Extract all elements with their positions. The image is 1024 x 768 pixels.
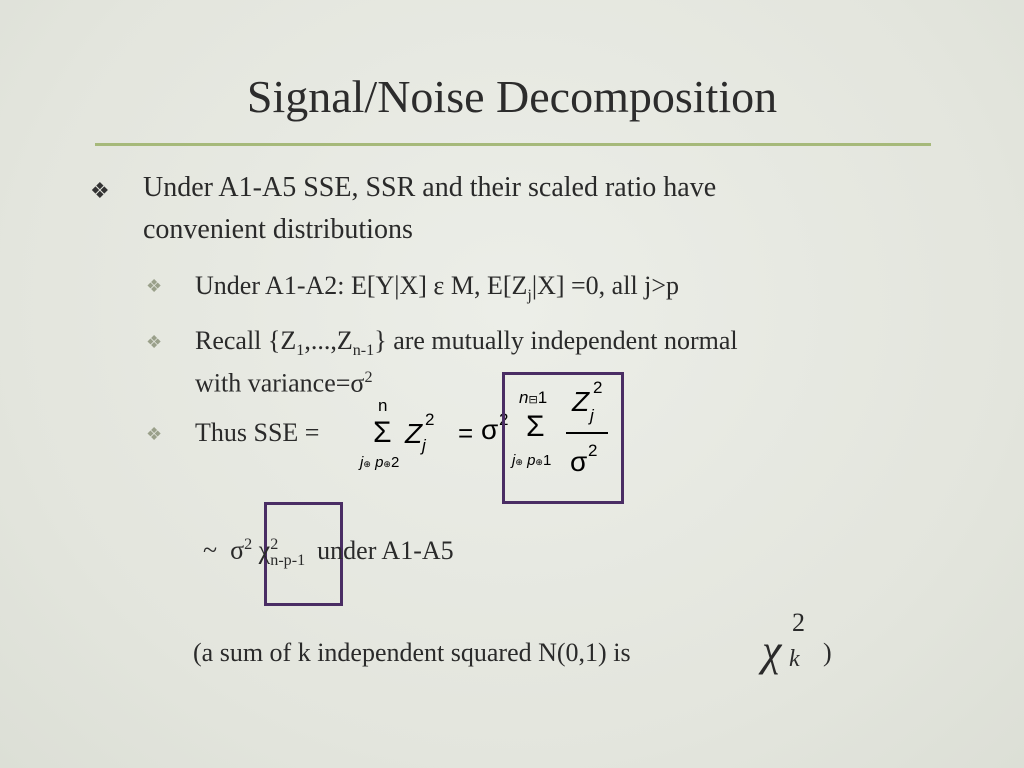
dist-sigma: σ: [230, 535, 245, 565]
sub1-subscript: j: [527, 287, 532, 305]
sum1-lower-num: 2: [390, 454, 400, 471]
sum2-lower-limit: j⊕ p⊕1: [512, 452, 551, 469]
sum2-lower-j: j: [512, 452, 516, 469]
note-chi-square-definition: (a sum of k independent squared N(0,1) i…: [193, 638, 631, 667]
sum2-upper-limit: n⊟1: [519, 388, 547, 408]
sum2-lower-num: 1: [542, 452, 552, 469]
sum1-upper-limit: n: [378, 396, 388, 415]
title-underline: [95, 143, 931, 146]
sub-bullet-recall-line2: with variance=σ2: [195, 360, 373, 402]
dist-text-post: under A1-A5: [317, 535, 454, 565]
fraction-numerator-sub: j: [590, 406, 594, 425]
sub2-text2: ,...,Z: [304, 326, 353, 355]
sum1-lower-glyph: ⊕: [363, 459, 371, 469]
note-chi-sup: 2: [792, 608, 805, 637]
formula-sigma: σ: [481, 414, 499, 445]
sum2-lower-p: p: [527, 452, 536, 469]
sum2-lower-glyph2: ⊕: [535, 457, 543, 467]
dist-chi-sub: n-p-1: [270, 551, 306, 569]
sub1-text-post: |X] =0, all j>p: [531, 271, 680, 300]
sum1-z-term: Z: [405, 418, 423, 449]
sum2-upper-num: 1: [537, 388, 548, 407]
sum1-lower-p: p: [375, 454, 384, 471]
fraction-denominator-sigma: σ: [570, 446, 588, 477]
sub2-line2-text: with variance=σ: [195, 368, 365, 398]
sum2-upper-n: n: [519, 388, 529, 407]
sum2-sigma-symbol: Σ: [526, 410, 545, 443]
highlight-box-chi-square: [264, 502, 343, 606]
bullet-main-line1: Under A1-A5 SSE, SSR and their scaled ra…: [143, 172, 717, 203]
note-chi-symbol: χ: [762, 626, 782, 675]
bullet-main-line2: convenient distributions: [143, 214, 413, 245]
dist-chi: χ: [258, 535, 271, 565]
sum2-lower-glyph: ⊕: [515, 457, 523, 467]
diamond-fleuron-icon: ❖: [146, 332, 163, 352]
diamond-fleuron-icon: ❖: [90, 178, 110, 203]
sum1-lower-glyph2: ⊕: [383, 459, 391, 469]
diamond-fleuron-icon: ❖: [146, 424, 163, 444]
note-chi-sub: k: [789, 646, 800, 672]
sum1-z-sub: j: [422, 436, 426, 455]
sub1-text-pre: Under A1-A2: E[Y|X] ε M, E[Z: [195, 271, 528, 300]
sub2-text1: Recall {Z: [195, 326, 297, 355]
sub2-text3: } are mutually independent normal: [374, 326, 738, 355]
sub-bullet-conditional-means: Under A1-A2: E[Y|X] ε M, E[Zj|X] =0, all…: [195, 268, 679, 314]
sum1-lower-limit: j⊕ p⊕2: [360, 454, 399, 471]
sum1-sigma-symbol: Σ: [373, 416, 392, 449]
fraction-bar: [566, 432, 608, 434]
note-close-paren: ): [823, 638, 832, 667]
fraction-numerator-sup: 2: [593, 378, 603, 397]
sum1-z-sup: 2: [425, 410, 435, 429]
dist-sigma-sup: 2: [244, 536, 253, 553]
formula-equals: =: [458, 418, 474, 448]
fraction-numerator-z: Z: [572, 386, 590, 417]
sub2-sub1: 1: [296, 342, 305, 360]
dist-chi-sup: 2: [270, 536, 279, 553]
sum2-upper-glyph: ⊟: [528, 394, 538, 406]
sub-bullet-recall-line1: Recall {Z1,...,Zn-1} are mutually indepe…: [195, 323, 738, 369]
dist-tilde: ~: [203, 535, 218, 565]
sub2-sub2: n-1: [352, 342, 375, 360]
sum1-lower-j: j: [360, 454, 364, 471]
sub2-line2-sup: 2: [364, 369, 373, 386]
sub-bullet-thus-sse: Thus SSE =: [195, 418, 320, 447]
fraction-denominator-sup: 2: [588, 441, 598, 460]
diamond-fleuron-icon: ❖: [146, 276, 163, 296]
highlight-box-scaled-sum: [502, 372, 624, 504]
slide-title: Signal/Noise Decomposition: [246, 71, 778, 122]
